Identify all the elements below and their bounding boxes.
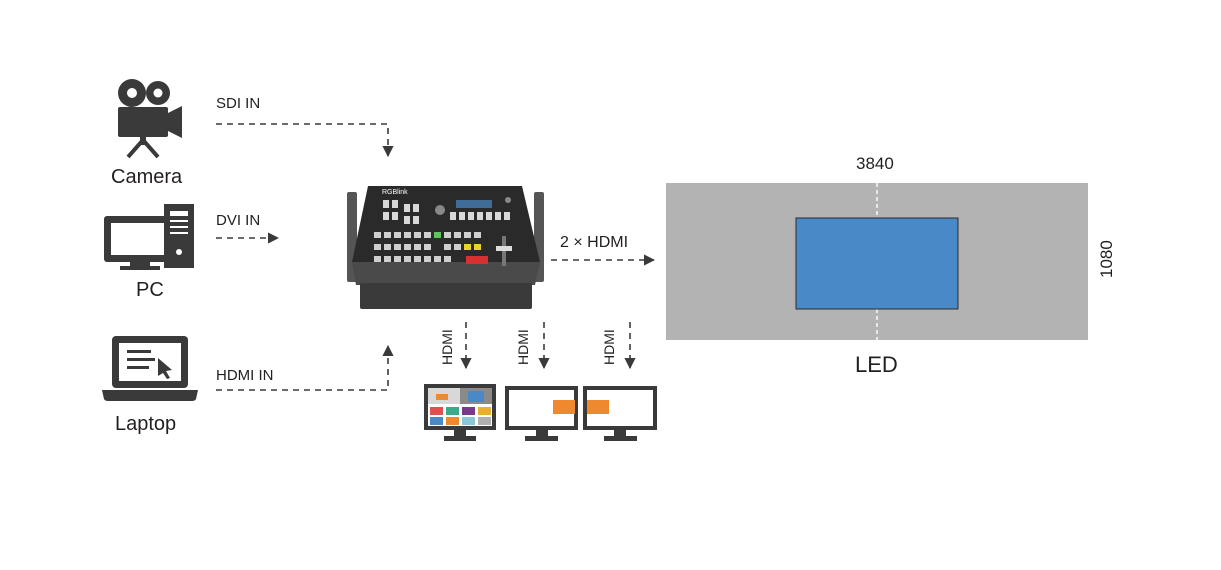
video-switcher-device: RGBlink — [347, 186, 544, 309]
pc-label: PC — [136, 279, 164, 301]
laptop-label: Laptop — [115, 413, 177, 435]
led-label: LED — [855, 352, 898, 377]
preview-monitor-icon — [505, 386, 578, 441]
led-wall — [666, 183, 1088, 340]
monitor-2-hdmi-label: HDMI — [515, 329, 531, 365]
hdmi-in-label: HDMI IN — [216, 367, 274, 384]
program-monitor-icon — [583, 386, 657, 441]
hdmi-in-link-arrow — [216, 344, 394, 391]
pc-icon — [104, 204, 194, 270]
camera-icon — [118, 79, 182, 159]
led-width-label: 3840 — [856, 154, 894, 173]
laptop-icon — [102, 336, 198, 401]
monitor-3-hdmi-label: HDMI — [601, 329, 617, 365]
led-output-window — [795, 217, 959, 310]
sdi-in-label: SDI IN — [216, 95, 261, 112]
multiview-monitor-icon — [424, 384, 496, 441]
led-height-label: 1080 — [1097, 240, 1116, 278]
sdi-link-arrow — [216, 123, 394, 158]
hdmi-out-label: 2 × HDMI — [560, 234, 629, 251]
monitor-1-hdmi-label: HDMI — [439, 329, 455, 365]
dvi-in-label: DVI IN — [216, 212, 261, 229]
switcher-brand: RGBlink — [382, 189, 408, 196]
camera-label: Camera — [111, 166, 183, 188]
